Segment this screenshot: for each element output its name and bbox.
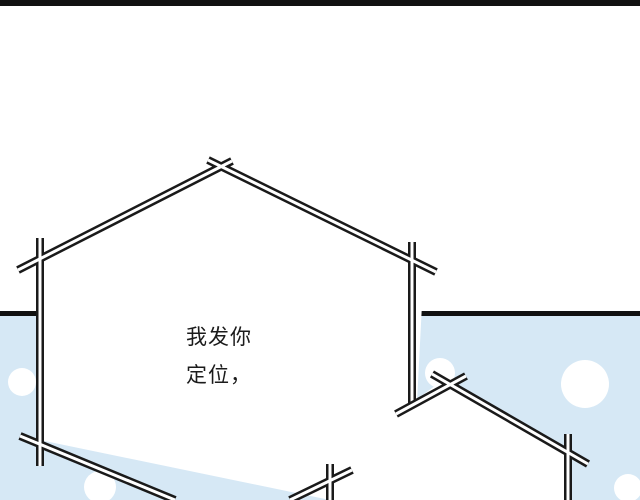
speech-text: 我发你 定位， (186, 318, 286, 394)
secondary-speech-bubble (394, 370, 590, 500)
hexagon-speech-bubble (16, 156, 438, 500)
speech-line-1: 我发你 (186, 325, 252, 349)
speech-line-2: 定位， (186, 363, 252, 387)
panel-top-border (0, 0, 640, 6)
